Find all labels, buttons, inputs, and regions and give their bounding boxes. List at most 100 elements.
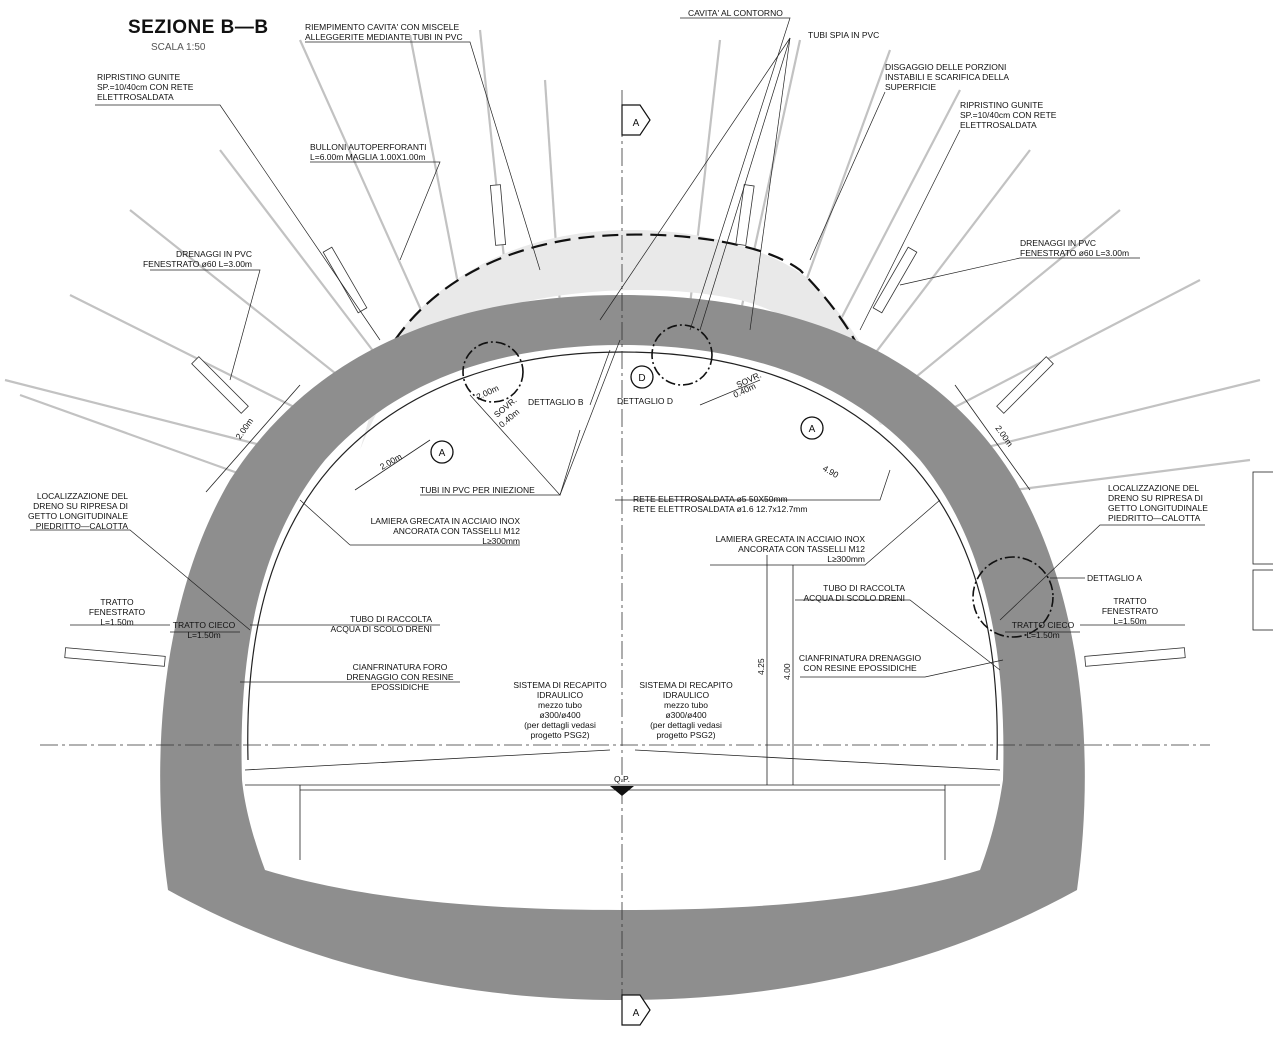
tag-a-right-label: A bbox=[809, 424, 816, 435]
label-loc-right-1: LOCALIZZAZIONE DEL bbox=[1108, 483, 1199, 493]
dim-2m-left: 2.00m bbox=[233, 416, 255, 441]
label-tratto-fen-right-1: TRATTO bbox=[1113, 596, 1147, 606]
label-riempimento-2: ALLEGGERITE MEDIANTE TUBI IN PVC bbox=[305, 32, 463, 42]
label-disgaggio-2: INSTABILI E SCARIFICA DELLA bbox=[885, 72, 1009, 82]
label-tratto-fen-right-3: L=1.50m bbox=[1113, 616, 1146, 626]
label-cavita: CAVITA' AL CONTORNO bbox=[688, 8, 783, 18]
detail-b-circle bbox=[462, 341, 524, 403]
label-cianf-right-2: CON RESINE EPOSSIDICHE bbox=[803, 663, 917, 673]
label-sist-left-4: ø300/ø400 bbox=[539, 710, 580, 720]
label-sist-left-2: IDRAULICO bbox=[537, 690, 584, 700]
label-disgaggio-1: DISGAGGIO DELLE PORZIONI bbox=[885, 62, 1006, 72]
label-disgaggio-3: SUPERFICIE bbox=[885, 82, 936, 92]
label-sist-left-5: (per dettagli vedasi bbox=[524, 720, 596, 730]
label-rete-1: RETE ELETTROSALDATA ø5 50X50mm bbox=[633, 494, 788, 504]
qp-label: Q.P. bbox=[614, 774, 630, 784]
label-dettaglio-b: DETTAGLIO B bbox=[528, 397, 584, 407]
label-tubi-iniezione: TUBI IN PVC PER INIEZIONE bbox=[420, 485, 535, 495]
drain-symbols bbox=[64, 184, 1186, 667]
label-sist-left-3: mezzo tubo bbox=[538, 700, 582, 710]
label-lamiera-right-2: ANCORATA CON TASSELLI M12 bbox=[738, 544, 865, 554]
dim-h-400: 4.00 bbox=[782, 663, 792, 680]
label-cianf-right-1: CIANFRINATURA DRENAGGIO bbox=[799, 653, 922, 663]
label-drenaggi-right-1: DRENAGGI IN PVC bbox=[1020, 238, 1096, 248]
label-loc-left-1: LOCALIZZAZIONE DEL bbox=[37, 491, 128, 501]
label-gunite-right-2: SP.=10/40cm CON RETE bbox=[960, 110, 1057, 120]
label-drenaggi-left-1: DRENAGGI IN PVC bbox=[176, 249, 252, 259]
label-rete-2: RETE ELETTROSALDATA ø1.6 12.7x12.7mm bbox=[633, 504, 807, 514]
note-box-2 bbox=[1252, 569, 1273, 631]
detail-d-circle bbox=[651, 324, 713, 386]
label-loc-left-2: DRENO SU RIPRESA DI bbox=[33, 501, 128, 511]
dim-h-425: 4.25 bbox=[756, 658, 766, 675]
tag-a-left-label: A bbox=[439, 448, 446, 459]
label-gunite-right-3: ELETTROSALDATA bbox=[960, 120, 1037, 130]
label-tubi-spia: TUBI SPIA IN PVC bbox=[808, 30, 879, 40]
label-riempimento-1: RIEMPIMENTO CAVITA' CON MISCELE bbox=[305, 22, 460, 32]
section-arrow-top: A bbox=[621, 104, 651, 136]
label-tratto-cieco-left-1: TRATTO CIECO bbox=[173, 620, 236, 630]
label-dettaglio-a: DETTAGLIO A bbox=[1087, 573, 1142, 583]
section-arrow-bottom: A bbox=[621, 994, 651, 1026]
label-gunite-left-3: ELETTROSALDATA bbox=[97, 92, 174, 102]
label-loc-right-4: PIEDRITTO—CALOTTA bbox=[1108, 513, 1201, 523]
label-tratto-cieco-right-2: L=1.50m bbox=[1026, 630, 1059, 640]
dimension-lines bbox=[70, 384, 1185, 785]
label-loc-left-4: PIEDRITTO—CALOTTA bbox=[36, 521, 129, 531]
label-drenaggi-right-2: FENESTRATO ø60 L=3.00m bbox=[1020, 248, 1129, 258]
label-sist-right-1: SISTEMA DI RECAPITO bbox=[639, 680, 733, 690]
label-loc-right-3: GETTO LONGITUDINALE bbox=[1108, 503, 1208, 513]
label-sist-right-2: IDRAULICO bbox=[663, 690, 710, 700]
label-sist-right-3: mezzo tubo bbox=[664, 700, 708, 710]
dim-radius: 4.90 bbox=[821, 463, 841, 480]
detail-a-circle bbox=[972, 556, 1054, 638]
label-lamiera-right-1: LAMIERA GRECATA IN ACCIAIO INOX bbox=[716, 534, 866, 544]
label-bulloni-1: BULLONI AUTOPERFORANTI bbox=[310, 142, 427, 152]
label-lamiera-left-2: ANCORATA CON TASSELLI M12 bbox=[393, 526, 520, 536]
tag-a-right: A bbox=[800, 416, 824, 440]
label-lamiera-right-3: L≥300mm bbox=[827, 554, 865, 564]
label-bulloni-2: L=6.00m MAGLIA 1.00X1.00m bbox=[310, 152, 426, 162]
label-gunite-left-2: SP.=10/40cm CON RETE bbox=[97, 82, 194, 92]
label-tratto-cieco-right-1: TRATTO CIECO bbox=[1012, 620, 1075, 630]
label-tratto-cieco-left-2: L=1.50m bbox=[187, 630, 220, 640]
drawing-scale: SCALA 1:50 bbox=[151, 42, 206, 53]
cavity-contour bbox=[394, 233, 861, 351]
label-lamiera-left-1: LAMIERA GRECATA IN ACCIAIO INOX bbox=[371, 516, 521, 526]
label-sist-right-4: ø300/ø400 bbox=[665, 710, 706, 720]
label-tubo-right-1: TUBO DI RACCOLTA bbox=[823, 583, 905, 593]
label-sist-left-1: SISTEMA DI RECAPITO bbox=[513, 680, 607, 690]
label-gunite-left-1: RIPRISTINO GUNITE bbox=[97, 72, 180, 82]
label-tubo-left-2: ACQUA DI SCOLO DRENI bbox=[330, 624, 432, 634]
label-tratto-fen-right-2: FENESTRATO bbox=[1102, 606, 1159, 616]
tunnel-lining bbox=[160, 295, 1085, 1000]
label-dettaglio-d: DETTAGLIO D bbox=[617, 396, 673, 406]
tag-d: D bbox=[630, 365, 654, 389]
label-cianf-left-1: CIANFRINATURA FORO bbox=[353, 662, 448, 672]
label-loc-left-3: GETTO LONGITUDINALE bbox=[28, 511, 128, 521]
label-tratto-fen-left-1: TRATTO bbox=[100, 597, 134, 607]
drawing-title: SEZIONE B—B bbox=[128, 17, 269, 38]
dim-2m-inner: 2.00m bbox=[378, 451, 403, 471]
label-tubo-right-2: ACQUA DI SCOLO DRENI bbox=[803, 593, 905, 603]
cavity-fill-zone bbox=[360, 230, 900, 450]
label-sist-left-6: progetto PSG2) bbox=[530, 730, 589, 740]
note-box-1 bbox=[1252, 471, 1273, 565]
dim-2m-b: 2.00m bbox=[475, 383, 501, 402]
label-lamiera-left-3: L≥300mm bbox=[482, 536, 520, 546]
label-cianf-left-2: DRENAGGIO CON RESINE bbox=[346, 672, 454, 682]
platform bbox=[244, 749, 1001, 860]
section-arrow-bottom-label: A bbox=[633, 1008, 640, 1019]
label-tubo-left-1: TUBO DI RACCOLTA bbox=[350, 614, 432, 624]
label-tratto-fen-left-2: FENESTRATO bbox=[89, 607, 146, 617]
label-sist-right-6: progetto PSG2) bbox=[656, 730, 715, 740]
label-cianf-left-3: EPOSSIDICHE bbox=[371, 682, 429, 692]
section-arrow-top-label: A bbox=[633, 118, 640, 129]
label-gunite-right-1: RIPRISTINO GUNITE bbox=[960, 100, 1043, 110]
label-drenaggi-left-2: FENESTRATO ø60 L=3.00m bbox=[143, 259, 252, 269]
label-loc-right-2: DRENO SU RIPRESA DI bbox=[1108, 493, 1203, 503]
leader-lines bbox=[30, 17, 1205, 683]
qp-marker: Q.P. bbox=[610, 774, 634, 796]
tag-d-label: D bbox=[638, 373, 645, 384]
